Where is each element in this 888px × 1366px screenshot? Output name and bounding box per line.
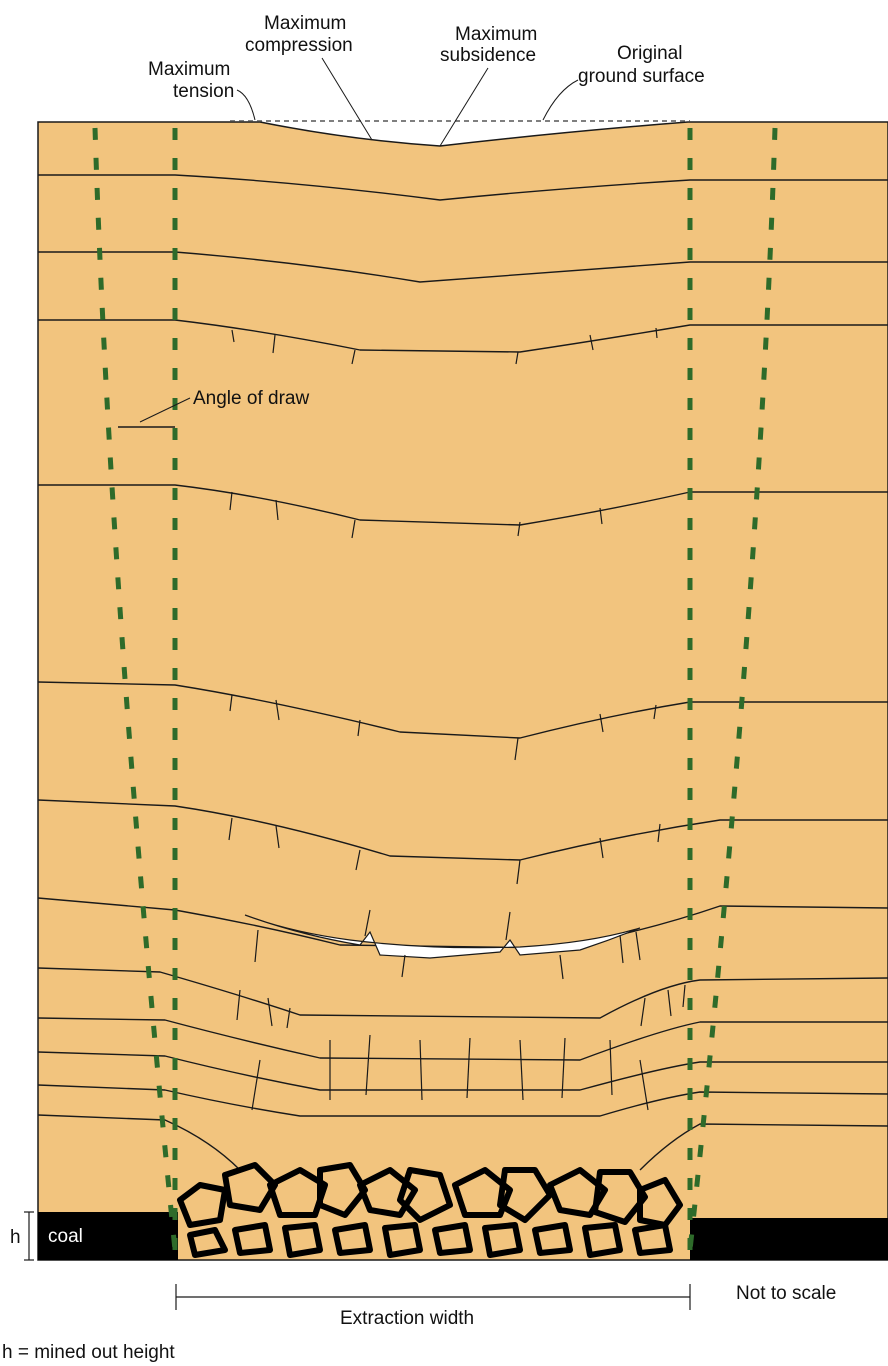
h-marker-label: h bbox=[10, 1227, 21, 1248]
max-tension-label-2: tension bbox=[173, 81, 234, 102]
max-subsidence-leader bbox=[440, 68, 488, 146]
not-to-scale-label: Not to scale bbox=[736, 1283, 836, 1304]
max-compression-label-2: compression bbox=[245, 35, 353, 56]
max-subsidence-label-1: Maximum bbox=[455, 24, 537, 45]
coal-label: coal bbox=[48, 1226, 83, 1247]
original-ground-leader bbox=[543, 80, 578, 120]
max-tension-label-1: Maximum bbox=[148, 59, 230, 80]
max-compression-label-1: Maximum bbox=[264, 13, 346, 34]
coal-seam-right bbox=[690, 1218, 888, 1260]
extraction-width-label: Extraction width bbox=[340, 1308, 474, 1329]
max-compression-leader bbox=[322, 58, 372, 140]
max-tension-leader bbox=[237, 90, 255, 120]
angle-of-draw-label: Angle of draw bbox=[193, 388, 309, 409]
max-subsidence-label-2: subsidence bbox=[440, 45, 536, 66]
original-ground-label-1: Original bbox=[617, 43, 682, 64]
original-ground-label-2: ground surface bbox=[578, 66, 705, 87]
h-definition-label: h = mined out height bbox=[2, 1342, 175, 1363]
